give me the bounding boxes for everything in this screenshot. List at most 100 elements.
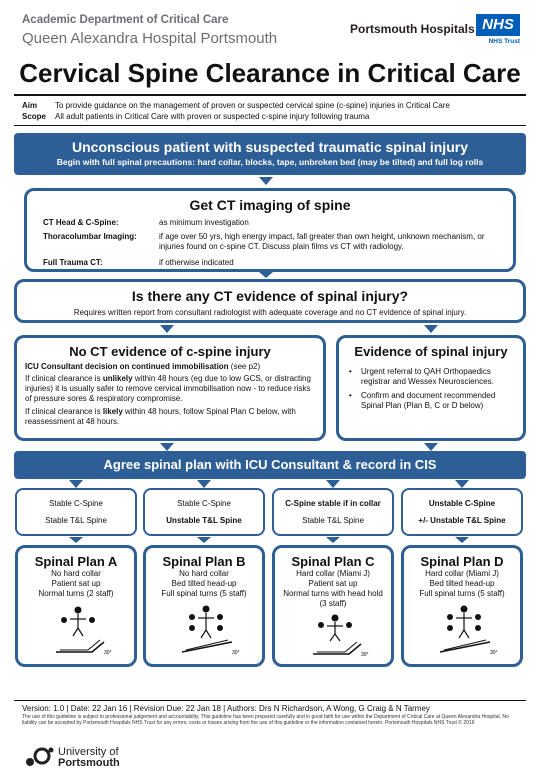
footer-rule (14, 700, 526, 701)
tl-spine-status: Stable T&L Spine (45, 516, 107, 525)
ct-row-value: if age over 50 yrs, high energy impact, … (159, 232, 485, 251)
university-line-2: Portsmouth (58, 757, 120, 769)
spinal-plan-d: Spinal Plan D Hard collar (Miami J) Bed … (401, 545, 523, 667)
no-ct-paragraph-unlikely: If clinical clearance is unlikely within… (17, 374, 323, 404)
no-ct-paragraph-likely: If clinical clearance is likely within 4… (17, 407, 323, 427)
staff-dot (331, 614, 339, 622)
title-rule (14, 94, 526, 96)
plan-line: Full spinal turns (5 staff) (419, 589, 505, 598)
staff-dot (318, 622, 324, 628)
scope-label: Scope (22, 112, 47, 121)
flow-arrow (259, 177, 273, 185)
c-spine-status: Stable C-Spine (177, 499, 231, 508)
nhs-trust-label: NHS Trust (488, 38, 520, 45)
staff-dot (202, 605, 210, 613)
tl-spine-status: +/- Unstable T&L Spine (418, 516, 506, 525)
no-ct-p1-bold: unlikely (102, 374, 133, 383)
bed-angle-label: 30° (490, 650, 498, 656)
university-line-1: University of (58, 746, 119, 758)
ct-evidence-question: Is there any CT evidence of spinal injur… (131, 288, 409, 304)
plan-line: Normal turns (2 staff) (38, 589, 114, 598)
plan-line: Hard collar (Miami J) (296, 569, 370, 578)
plan-line: No hard collar (51, 569, 101, 578)
staff-dot (217, 614, 223, 620)
staff-dot (475, 625, 481, 631)
staff-dot (447, 614, 453, 620)
flow-arrow (326, 480, 340, 488)
bed-angle-label: 30° (361, 652, 369, 658)
patient-position-icon: 30° (313, 614, 369, 658)
no-ct-p1-post: within 48 hours (eg due to low GCS, or d… (25, 374, 311, 403)
plan-line: No hard collar (179, 569, 229, 578)
patient-position-icon: 30° (56, 606, 112, 656)
plan-line: Normal turns with head hold (3 staff) (283, 589, 383, 608)
staff-dot (89, 617, 95, 623)
staff-dot (61, 617, 67, 623)
plan-title: Spinal Plan B (162, 554, 246, 569)
plan-line: Bed tilted head-up (171, 579, 237, 588)
flow-arrow (197, 537, 211, 543)
university-logo-mark-icon (26, 747, 54, 766)
agree-plan-banner: Agree spinal plan with ICU Consultant & … (14, 451, 526, 479)
flow-arrow (455, 537, 469, 543)
c-spine-status: Unstable C-Spine (428, 499, 496, 508)
start-subtext: Begin with full spinal precautions: hard… (56, 157, 484, 167)
start-heading: Unconscious patient with suspected traum… (72, 139, 468, 155)
ct-evidence-question-box: Is there any CT evidence of spinal injur… (14, 279, 526, 323)
aim-label: Aim (22, 101, 38, 110)
spinal-injury-evidence-box: Evidence of spinal injury Urgent referra… (336, 335, 526, 441)
no-ct-evidence-title: No CT evidence of c-spine injury (69, 344, 271, 359)
flow-arrow (259, 272, 273, 278)
no-ct-lead-rest: (see p2) (228, 362, 261, 371)
bed-angle-label: 30° (232, 650, 240, 656)
spinal-plan-c: Spinal Plan C Hard collar (Miami J) Pati… (272, 545, 394, 667)
no-ct-evidence-box: No CT evidence of c-spine injury ICU Con… (14, 335, 326, 441)
disclaimer: The use of this guideline is subject to … (22, 714, 509, 726)
spinal-plan-a: Spinal Plan A No hard collar Patient sat… (15, 545, 137, 667)
no-ct-p2-pre: If clinical clearance is (25, 407, 103, 416)
nhs-logo: NHS (476, 14, 520, 36)
staff-dot (346, 622, 352, 628)
header: Academic Department of Critical Care Que… (0, 0, 540, 58)
ct-row-label: Full Trauma CT: (43, 258, 103, 267)
scope-text: All adult patients in Critical Care with… (55, 112, 370, 121)
stability-box-c: C-Spine stable if in collar Stable T&L S… (272, 488, 394, 536)
flow-arrow (69, 537, 83, 543)
aim-text: To provide guidance on the management of… (55, 101, 450, 110)
flow-arrow (326, 537, 340, 543)
flow-arrow (197, 480, 211, 488)
staff-dot (189, 625, 195, 631)
start-banner: Unconscious patient with suspected traum… (14, 133, 526, 175)
hospital-name: Queen Alexandra Hospital Portsmouth (22, 30, 278, 47)
plan-line: Patient sat up (308, 579, 358, 588)
no-ct-p1-pre: If clinical clearance is (25, 374, 103, 383)
flow-arrow (424, 443, 438, 451)
patient-position-icon: 30° (181, 605, 240, 656)
version-line: Version: 1.0 | Date: 22 Jan 16 | Revisio… (22, 704, 430, 713)
ct-row-value: if otherwise indicated (159, 258, 234, 267)
ct-row-label: Thoracolumbar Imaging: (43, 232, 137, 241)
flow-arrow (455, 480, 469, 488)
flow-arrow (424, 325, 438, 333)
staff-dot (189, 614, 195, 620)
no-ct-p2-post: within 48 hours, follow Spinal Plan C be… (25, 407, 296, 426)
plan-line: Bed tilted head-up (429, 579, 495, 588)
spinal-injury-evidence-title: Evidence of spinal injury (354, 344, 508, 359)
flow-arrow (160, 443, 174, 451)
plan-title: Spinal Plan A (34, 554, 118, 569)
ct-row-label: CT Head & C-Spine: (43, 218, 119, 227)
staff-dot (217, 625, 223, 631)
ct-evidence-requirement: Requires written report from consultant … (73, 308, 467, 317)
trust-logo-name: Portsmouth Hospitals (350, 22, 475, 36)
trust-logo: Portsmouth Hospitals NHS NHS Trust (350, 14, 520, 48)
c-spine-status: Stable C-Spine (49, 499, 103, 508)
scope-line: Scope All adult patients in Critical Care… (22, 112, 369, 121)
ct-imaging-title: Get CT imaging of spine (189, 197, 351, 213)
staff-dot (74, 606, 82, 614)
flow-arrow (69, 480, 83, 488)
stability-box-d: Unstable C-Spine +/- Unstable T&L Spine (401, 488, 523, 536)
staff-dot (475, 614, 481, 620)
university-logo: University of Portsmouth (24, 742, 144, 770)
no-ct-p2-bold: likely (102, 407, 123, 416)
plan-title: Spinal Plan D (420, 554, 504, 569)
